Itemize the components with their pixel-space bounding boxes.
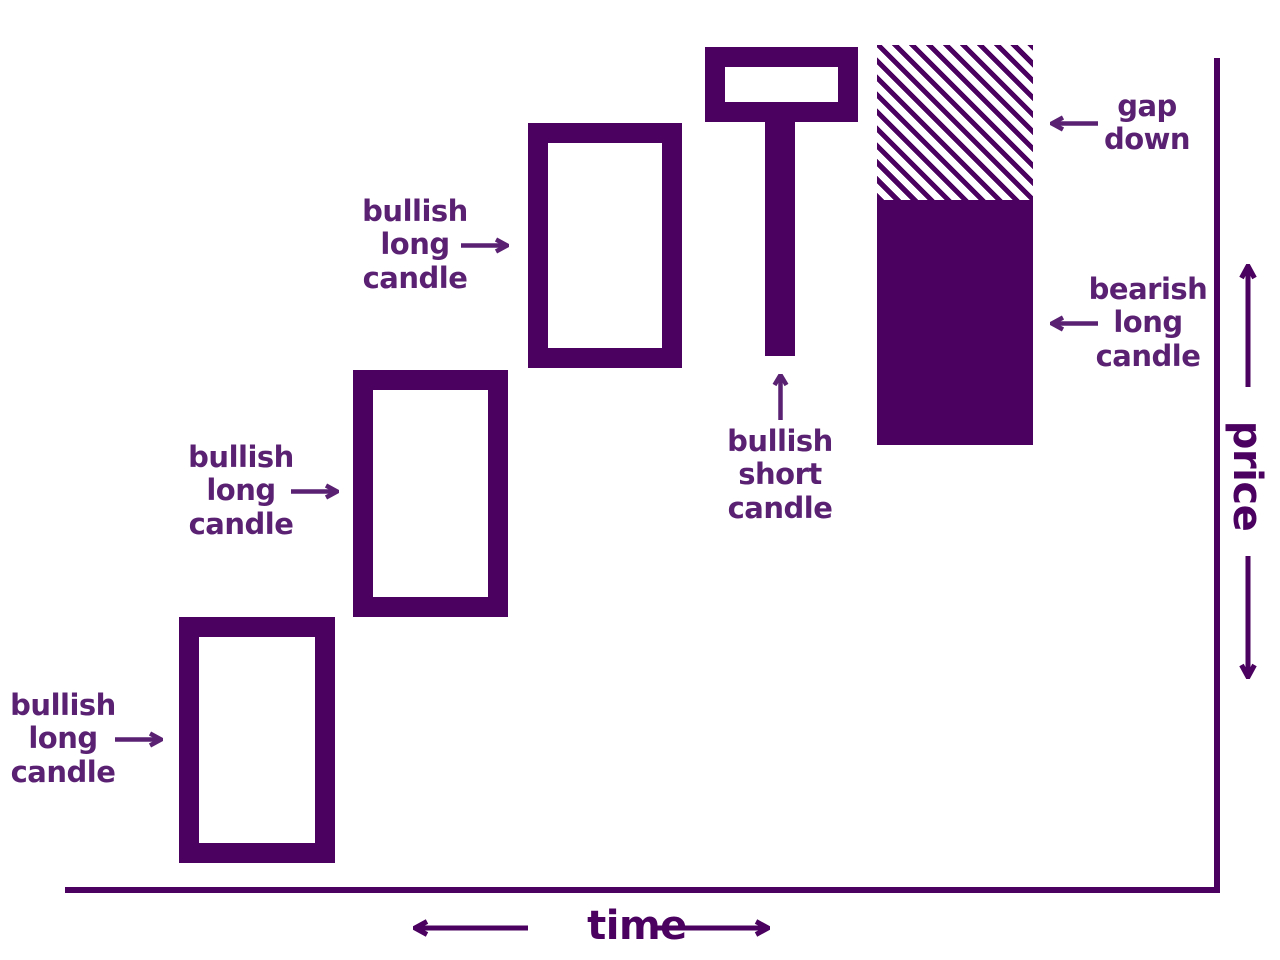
gap-down-hatched-region (877, 45, 1033, 200)
price-axis-line (1214, 58, 1220, 893)
bullish-long-candle-2 (353, 370, 508, 617)
bullish-short-candle-body (705, 47, 858, 122)
bullish-long-candle-3 (528, 123, 682, 368)
bearish-long-candle-body (877, 200, 1033, 445)
arrow-up-icon (1239, 264, 1257, 387)
arrow-right-icon (461, 237, 509, 254)
arrow-left-icon (1050, 315, 1098, 332)
arrow-left-icon (1050, 115, 1098, 132)
label-bullish-short-candle: bullish short candle (727, 424, 833, 525)
price-axis-label: price (1224, 420, 1270, 532)
label-bullish-long-candle-3: bullish long candle (362, 194, 468, 295)
arrow-right-icon (291, 483, 339, 500)
label-gap-down: gap down (1103, 89, 1191, 157)
arrow-right-icon (655, 919, 770, 937)
label-bullish-long-candle-1: bullish long candle (10, 688, 116, 789)
arrow-left-icon (413, 919, 528, 937)
bullish-long-candle-1 (179, 617, 335, 863)
time-axis-line (65, 887, 1220, 893)
bullish-short-candle-wick (765, 120, 795, 356)
label-bearish-long-candle: bearish long candle (1088, 272, 1208, 373)
arrow-right-icon (115, 731, 163, 748)
arrow-down-icon (1239, 556, 1257, 679)
arrow-up-icon (772, 374, 789, 420)
label-bullish-long-candle-2: bullish long candle (188, 440, 294, 541)
